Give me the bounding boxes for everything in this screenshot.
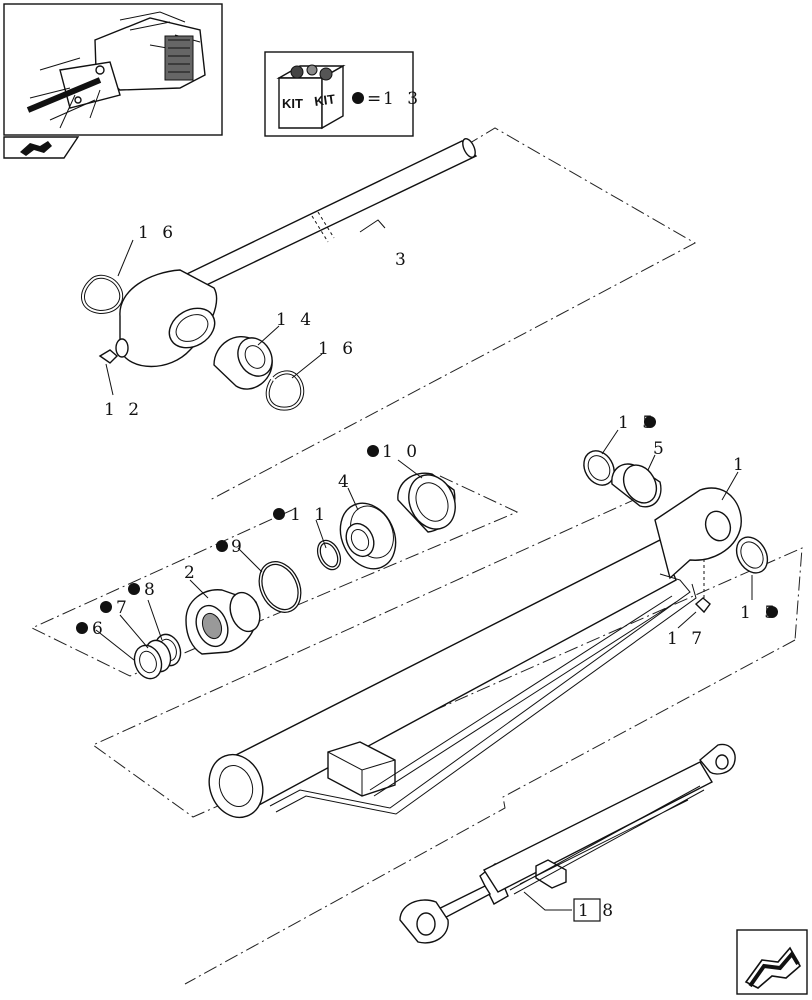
- leader-lines: [95, 219, 753, 911]
- kit-marker-7: [100, 601, 112, 613]
- seal-10: [397, 472, 456, 533]
- callout-17: 1 7: [667, 629, 706, 649]
- kit-marker-10: [367, 445, 379, 457]
- ring-15-top: [583, 450, 615, 486]
- callout-9: 9: [231, 537, 246, 557]
- callout-11: 1 1: [290, 505, 329, 525]
- kit-number: 1 3: [383, 89, 422, 109]
- kit-marker-15-top: [644, 416, 656, 428]
- callout-6: 6: [92, 619, 107, 639]
- callout-15-top: 1 5: [618, 413, 657, 433]
- callout-15-right: 1 5: [740, 603, 779, 623]
- callout-16-left: 1 6: [138, 223, 177, 243]
- callout-14: 1 4: [276, 310, 315, 330]
- piston-rod: [115, 137, 478, 368]
- circlip-16-left: [81, 274, 124, 315]
- next-page-arrow-icon[interactable]: [736, 929, 808, 995]
- kit-marker-8: [128, 583, 140, 595]
- overview-thumbnail[interactable]: [3, 3, 223, 136]
- kit-marker-6: [76, 622, 88, 634]
- callout-8: 8: [144, 580, 159, 600]
- kit-marker-11: [273, 508, 285, 520]
- kit-box-icon: KIT KIT: [276, 64, 346, 130]
- callout-18: 1 8: [578, 901, 617, 921]
- kit-right-label: KIT: [313, 91, 336, 109]
- group-boundary-cylinder: [92, 497, 803, 985]
- kit-marker-9: [216, 540, 228, 552]
- callout-10: 1 0: [382, 442, 421, 462]
- callout-4: 4: [338, 472, 353, 492]
- gland-2: [185, 589, 261, 655]
- o-ring-11: [316, 539, 342, 571]
- group-boundary-seals: [30, 475, 519, 677]
- seal-6: [133, 644, 163, 680]
- callout-1: 1: [733, 455, 748, 475]
- callout-18-box: [573, 898, 601, 922]
- assembly-icon[interactable]: [3, 136, 80, 159]
- grease-nipple-17: [694, 560, 711, 614]
- ring-15-right: [735, 536, 769, 574]
- kit-marker-15-right: [766, 606, 778, 618]
- cylinder-barrel: [208, 487, 742, 819]
- o-ring-9: [258, 561, 302, 613]
- callout-12: 1 2: [104, 400, 143, 420]
- kit-left-label: KIT: [282, 96, 303, 111]
- callout-5: 5: [653, 439, 668, 459]
- callout-3: 3: [395, 250, 410, 270]
- callout-2: 2: [184, 563, 199, 583]
- callout-16-right: 1 6: [318, 339, 357, 359]
- bush-14: [213, 336, 273, 390]
- complete-cylinder-18: [399, 743, 736, 944]
- kit-equals: =: [367, 89, 385, 109]
- kit-marker-icon: [352, 92, 364, 104]
- circlip-16-right: [265, 370, 305, 411]
- kit-legend: KIT KIT = 1 3: [264, 51, 422, 137]
- callouts: 3 1 6 1 4 1 6 1 2 1 5 5 1 1 5 1 7 1 0 4 …: [76, 223, 779, 922]
- grease-nipple-12: [98, 349, 119, 364]
- callout-7: 7: [116, 598, 131, 618]
- piston-4: [339, 502, 397, 570]
- bush-5: [611, 463, 662, 508]
